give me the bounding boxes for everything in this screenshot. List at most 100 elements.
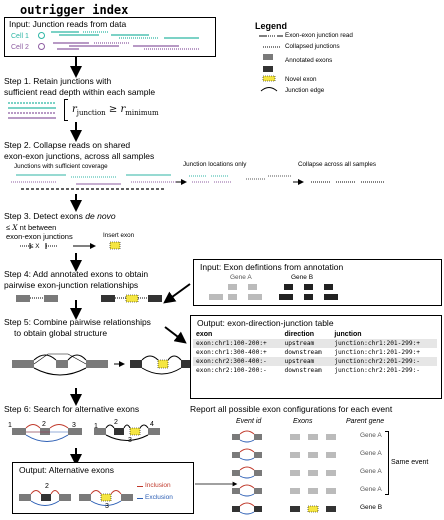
step4-title-1: Step 4: Add annotated exons to obtain (4, 269, 149, 279)
table-cell: downstream (284, 349, 322, 356)
alt-exons-box: Output: Alternative exons 2 3 Inclusion … (12, 462, 194, 514)
step3-le-symbol: ≤ (6, 223, 11, 232)
step6-n1a: 1 (8, 422, 12, 429)
report-col-event: Event id (236, 418, 262, 425)
annotation-label: Input: Exon defintions from annotation (200, 262, 344, 272)
step1-title-1: Step 1. Retain junctions with (4, 76, 112, 86)
table-cell: junction:chr2:201-299:- (331, 357, 437, 366)
gene-a-label: Gene A (230, 274, 252, 281)
table-header-direction: direction (284, 331, 315, 338)
legend-item-novel: Novel exon (285, 76, 317, 83)
cell-reads-graphic (51, 31, 199, 50)
step3-small: ≤ X (30, 243, 40, 250)
step3-title-text: Step 3. Detect exons (4, 211, 83, 221)
alt-exons-title: Output: Alternative exons (19, 465, 114, 475)
table-cell: exon:chr2:300-400:- (193, 357, 282, 366)
formula-rhs-sub: minimum (125, 109, 159, 117)
alt-n2: 2 (45, 483, 49, 490)
step5-title-2: to obtain global structure (14, 328, 108, 338)
output-table-title: Output: exon-direction-junction table (197, 318, 334, 328)
report-gene-4: Gene B (360, 504, 383, 511)
exon-junction-table: exon direction junction exon:chr1:100-20… (193, 330, 437, 375)
table-header-junction: junction (334, 331, 362, 338)
step1-formula: rjunction ≥ rminimum (72, 104, 159, 117)
step2-graphic (11, 174, 384, 190)
table-row: exon:chr2:300-400:- upstream junction:ch… (193, 357, 437, 366)
legend-item-junction-read: Exon-exon junction read (285, 32, 353, 39)
cell1-circle (38, 32, 45, 39)
step3-title-em: de novo (85, 211, 116, 221)
cell1-label: Cell 1 (11, 33, 29, 40)
output-table-box: Output: exon-direction-junction table ex… (190, 315, 442, 399)
step3-line2: exon-exon junctions (6, 232, 73, 241)
step6-n3b: 3 (128, 437, 132, 444)
step6-n1b: 1 (94, 423, 98, 430)
table-cell: junction:chr1:201-299:+ (331, 339, 437, 348)
legend-symbols (259, 35, 283, 92)
legend-title: Legend (255, 21, 288, 31)
report-gene-1: Gene A (360, 450, 382, 457)
step4-title-2: pairwise exon-junction relationships (4, 280, 139, 290)
step2-sub3: Collapse across all samples (298, 161, 377, 168)
step2-title-1: Step 2. Collapse reads on shared (4, 140, 131, 150)
step2-title-2: exon-exon junctions, across all samples (4, 151, 155, 161)
step6-n2b: 2 (114, 419, 118, 426)
same-event-label: Same event (391, 459, 429, 466)
formula-rhs: r (120, 104, 126, 115)
inclusion-swatch (137, 486, 143, 487)
table-cell: junction:chr2:201-299:- (334, 367, 420, 374)
step2-sub2: Junction locations only (183, 161, 247, 168)
table-row: exon:chr1:100-200:+ upstream junction:ch… (193, 339, 437, 348)
cell2-label: Cell 2 (11, 44, 29, 51)
table-cell: downstream (284, 367, 322, 374)
step3-le: ≤ X nt between (6, 223, 56, 232)
exclusion-label: Exclusion (145, 494, 173, 501)
formula-lhs-sub: junction (76, 109, 106, 117)
legend-item-collapsed: Collapsed junctions (285, 43, 340, 50)
table-row: exon:chr2:100-200:- downstream junction:… (193, 366, 437, 375)
step3-le-rest: nt between (19, 223, 57, 232)
report-gene-2: Gene A (360, 468, 382, 475)
input-reads-box: Input: Junction reads from data Cell 1 C… (4, 17, 216, 57)
step5-graphic (12, 353, 193, 376)
step2-sub1: Junctions with sufficient coverage (14, 163, 108, 170)
report-col-exons: Exons (293, 418, 313, 425)
inclusion-label: Inclusion (145, 482, 171, 489)
table-header-exon: exon (196, 331, 213, 338)
table-cell: junction:chr1:201-299:+ (334, 349, 420, 356)
legend-item-annotated: Annotated exons (285, 57, 333, 64)
report-gene-3: Gene A (360, 486, 382, 493)
same-event-bracket (385, 431, 389, 495)
step5-title-1: Step 5: Combine pairwise relationships (4, 317, 151, 327)
formula-lhs: r (72, 104, 77, 115)
table-cell: exon:chr2:100-200:- (196, 367, 267, 374)
report-col-parent: Parent gene (346, 418, 385, 425)
alt-exons-graphic (19, 490, 133, 506)
step6-n3a: 3 (72, 422, 76, 429)
alt-n3: 3 (105, 503, 109, 510)
formula-op: ≥ (108, 104, 118, 115)
cell2-circle (38, 43, 45, 50)
table-cell: exon:chr1:100-200:+ (193, 339, 282, 348)
step6-graphic (12, 424, 160, 442)
report-title: Report all possible exon configurations … (190, 404, 393, 414)
step3-insert: Insert exon (103, 232, 135, 239)
step6-n2a: 2 (42, 421, 46, 428)
step6-title: Step 6: Search for alternative exons (4, 404, 140, 414)
legend-item-edge: Junction edge (285, 87, 325, 94)
exclusion-swatch (137, 498, 143, 499)
step3-title: Step 3. Detect exons de novo (4, 211, 116, 221)
step1-title-2: sufficient read depth within each sample (4, 87, 156, 97)
step1-reads (8, 102, 56, 119)
step6-n4b: 4 (150, 421, 154, 428)
annotation-exons (209, 284, 338, 300)
table-row: exon:chr1:300-400:+ downstream junction:… (193, 348, 437, 357)
report-gene-0: Gene A (360, 432, 382, 439)
legend: Legend Exon-exon junction read Collapsed… (255, 22, 440, 97)
step3-le-var: X (12, 223, 18, 232)
annotation-box: Input: Exon defintions from annotation G… (193, 259, 442, 306)
step4-graphic (16, 294, 162, 303)
gene-b-label: Gene B (291, 274, 314, 281)
table-cell: upstream (281, 357, 332, 366)
table-cell: exon:chr1:300-400:+ (196, 349, 267, 356)
